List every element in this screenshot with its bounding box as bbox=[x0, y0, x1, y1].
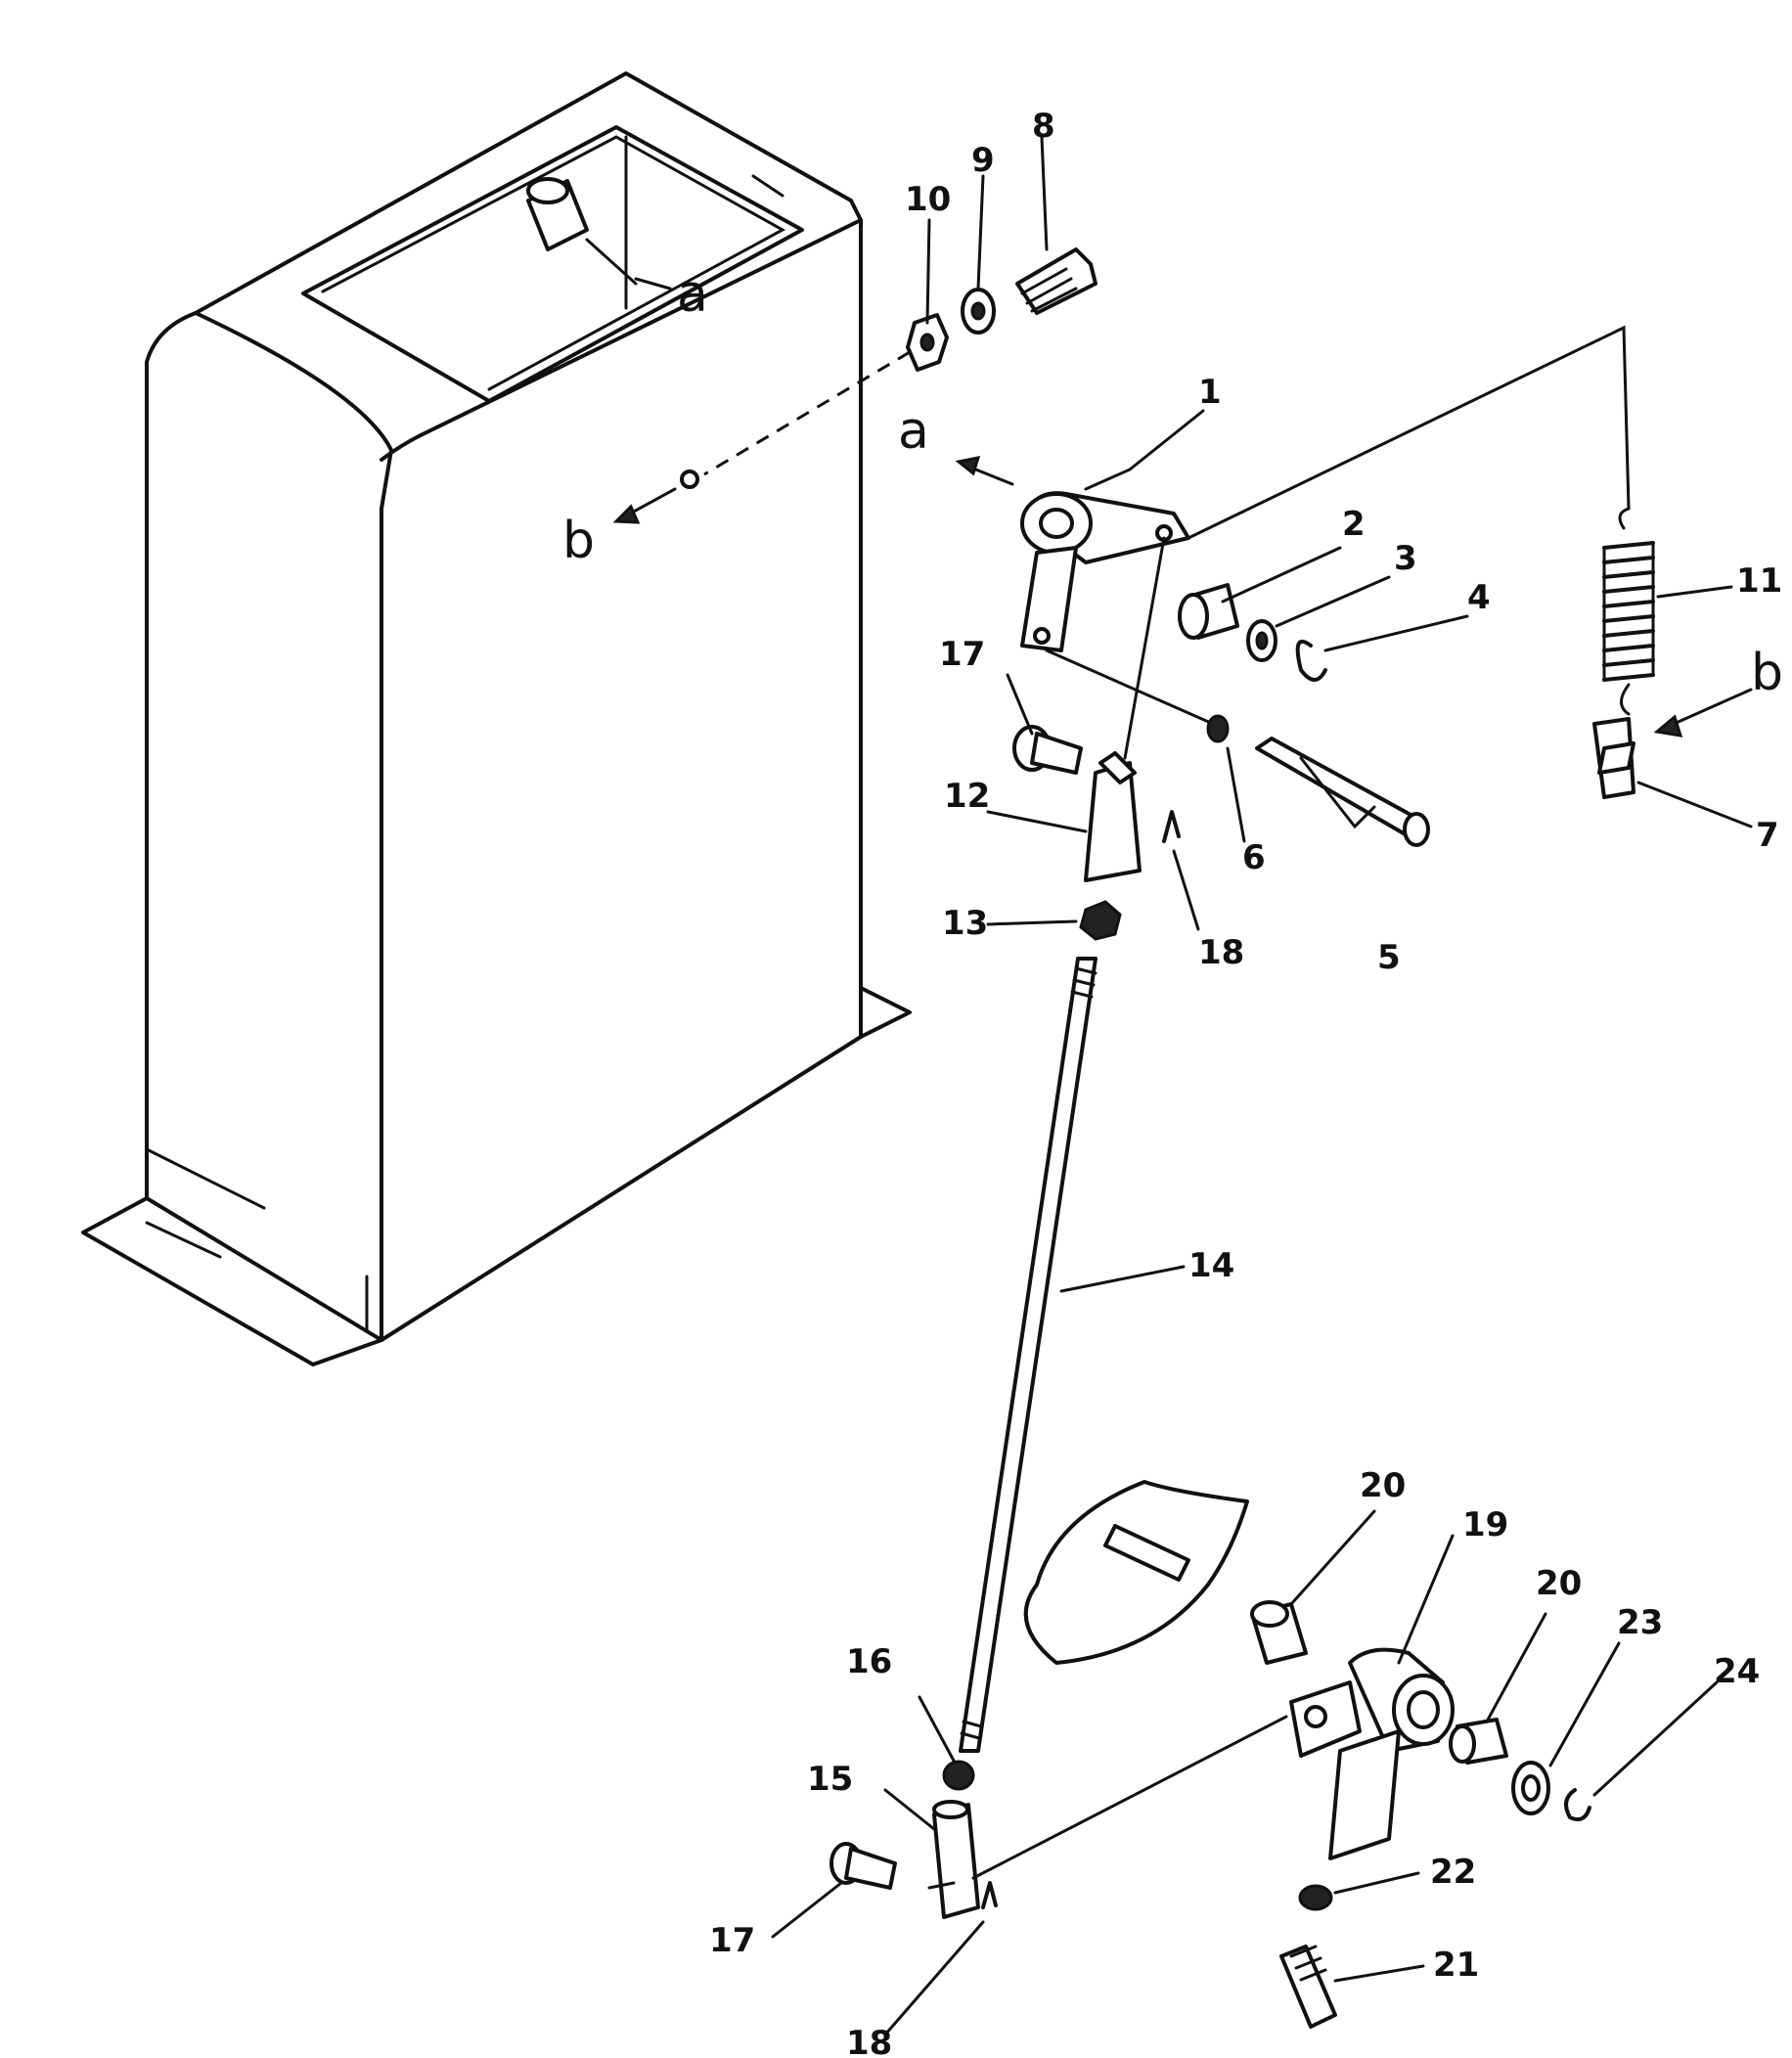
callout-13: 13 bbox=[942, 904, 988, 943]
cotter-pin-18-top bbox=[1162, 810, 1181, 843]
nut-22 bbox=[1298, 1884, 1333, 1911]
pin-5 bbox=[1255, 737, 1430, 847]
callout-24: 24 bbox=[1714, 1652, 1760, 1691]
callout-4: 4 bbox=[1467, 578, 1491, 617]
callout-6: 6 bbox=[1242, 838, 1266, 877]
bushing-2 bbox=[1178, 583, 1239, 640]
washer-23 bbox=[1511, 1761, 1550, 1815]
washer-9 bbox=[961, 288, 996, 335]
washer-3 bbox=[1246, 619, 1277, 662]
callout-20-right: 20 bbox=[1536, 1564, 1582, 1603]
callout-17-bottom: 17 bbox=[709, 1921, 755, 1960]
callout-18-bottom: 18 bbox=[846, 2024, 892, 2058]
clevis-12 bbox=[1084, 751, 1142, 882]
cotter-pin-18-bottom bbox=[981, 1881, 998, 1909]
callout-10: 10 bbox=[905, 180, 951, 219]
bellcrank-lever-1 bbox=[1020, 491, 1215, 760]
clip-24 bbox=[1564, 1788, 1591, 1821]
washer-6 bbox=[1206, 714, 1230, 743]
clevis-pin-17-top bbox=[1012, 725, 1083, 775]
clip-4 bbox=[1295, 639, 1327, 682]
spring-anchor-7 bbox=[1592, 717, 1635, 799]
box-plug-a bbox=[526, 177, 638, 286]
bushing-20-right bbox=[1449, 1718, 1508, 1765]
lower-link-line bbox=[971, 1715, 1288, 1880]
spring-11 bbox=[1602, 507, 1655, 716]
lever-19 bbox=[1289, 1647, 1455, 1860]
callout-5: 5 bbox=[1377, 938, 1401, 977]
clevis-15 bbox=[927, 1800, 980, 1919]
lever-spring-link-line bbox=[1187, 325, 1631, 540]
callout-15: 15 bbox=[807, 1760, 853, 1799]
callout-9: 9 bbox=[971, 141, 995, 180]
leader-lines bbox=[612, 135, 1753, 2036]
callout-7: 7 bbox=[1756, 816, 1779, 855]
bolt-21 bbox=[1279, 1945, 1337, 2029]
callout-21: 21 bbox=[1433, 1946, 1479, 1985]
ref-a-box: a bbox=[677, 265, 708, 324]
bushing-20-left bbox=[1250, 1600, 1308, 1665]
segment-plate bbox=[1023, 1480, 1249, 1665]
callout-2: 2 bbox=[1342, 505, 1366, 544]
nut-16 bbox=[942, 1760, 975, 1791]
ref-b-box: b bbox=[562, 512, 595, 570]
callout-18-top: 18 bbox=[1198, 933, 1244, 972]
callout-20-left: 20 bbox=[1360, 1466, 1406, 1505]
rod-14 bbox=[959, 957, 1098, 1753]
clevis-pin-17-bottom bbox=[829, 1842, 897, 1890]
ref-a-lever: a bbox=[898, 402, 929, 461]
callout-3: 3 bbox=[1394, 539, 1417, 578]
callout-16: 16 bbox=[846, 1642, 892, 1681]
callout-1: 1 bbox=[1198, 373, 1222, 412]
nut-13 bbox=[1079, 900, 1122, 941]
callout-labels: 1 2 3 4 5 6 7 8 9 10 11 12 13 14 15 16 1… bbox=[562, 107, 1783, 2058]
callout-17-top: 17 bbox=[939, 635, 985, 674]
box-hole-b bbox=[680, 470, 699, 489]
bolt-8 bbox=[1015, 247, 1098, 315]
callout-23: 23 bbox=[1617, 1603, 1663, 1642]
nut-10 bbox=[906, 313, 949, 372]
housing-box bbox=[81, 71, 912, 1366]
callout-12: 12 bbox=[944, 777, 990, 816]
assembly-dashed-line bbox=[703, 350, 911, 476]
callout-22: 22 bbox=[1430, 1853, 1476, 1892]
callout-11: 11 bbox=[1736, 561, 1782, 601]
callout-19: 19 bbox=[1462, 1505, 1508, 1544]
ref-b-spring: b bbox=[1751, 644, 1783, 702]
callout-8: 8 bbox=[1032, 107, 1055, 146]
callout-14: 14 bbox=[1188, 1246, 1234, 1285]
